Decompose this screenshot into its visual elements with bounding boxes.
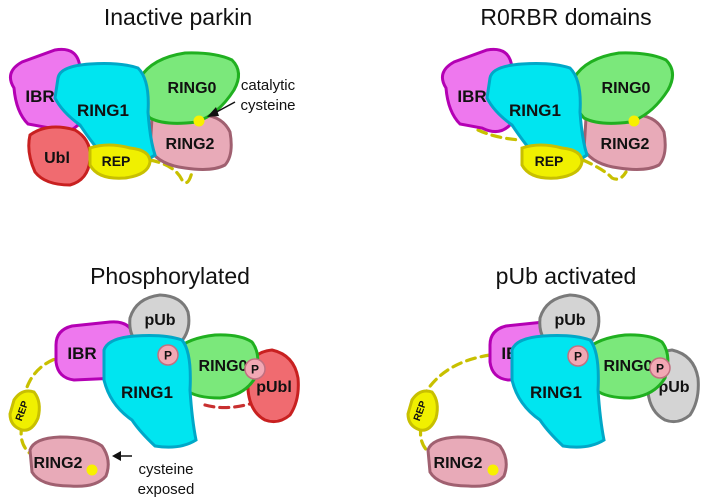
panel-title-pub-activated: pUb activated (496, 263, 637, 289)
ring0-label-3: RING0 (199, 358, 248, 375)
ring0-domain (137, 51, 240, 125)
ibr-label-2: IBR (457, 87, 486, 106)
panel-title-inactive: Inactive parkin (104, 4, 252, 30)
phospho-label-3a: P (164, 349, 172, 363)
panel-title-r0rbr: R0RBR domains (480, 4, 651, 30)
catalytic-cysteine-dot-2 (628, 115, 640, 127)
linker-rep-ring2 (148, 158, 194, 185)
exposed-note-line2: exposed (138, 481, 195, 498)
ring1-label-3: RING1 (121, 383, 173, 402)
rep-domain-3 (8, 389, 41, 432)
ubl-label: Ubl (44, 150, 70, 167)
ring2-label-3: RING2 (34, 455, 83, 472)
linker-ibr-rep-2 (476, 128, 522, 142)
ring0-label-2: RING0 (602, 80, 651, 97)
rep-domain-4 (406, 389, 439, 432)
phospho-label-4b: P (656, 362, 664, 376)
exposed-arrow-head (112, 451, 121, 461)
panel-pub-activated: pUb activated IBR pUb pUb RING0 RING1 P … (406, 263, 700, 488)
phospho-ubl-site (244, 358, 266, 380)
catalytic-note-line1: catalytic (241, 77, 296, 94)
linker-rep-ring2-2 (581, 158, 628, 181)
publ-label: pUbl (256, 379, 292, 396)
rep-label: REP (102, 153, 131, 169)
pub-label-3: pUb (144, 312, 175, 329)
pub-label-4a: pUb (554, 312, 585, 329)
ring1-domain-2 (485, 62, 589, 163)
phospho-ubl-site-4 (649, 357, 671, 379)
ring1-domain (53, 62, 157, 163)
catalytic-note-line2: cysteine (240, 97, 295, 114)
ring2-domain-4 (426, 435, 508, 488)
panel-title-phosphorylated: Phosphorylated (90, 263, 250, 289)
panel-inactive-parkin: Inactive parkin IBR Ubl RING2 RING0 RING… (8, 4, 296, 187)
ring1-label-4: RING1 (530, 383, 582, 402)
phospho-pub-site-4 (567, 345, 589, 367)
panel-r0rbr-domains: R0RBR domains IBR RING2 RING0 RING1 REP (440, 4, 674, 181)
phospho-label-3b: P (251, 363, 259, 377)
catalytic-arrow-head (207, 107, 219, 117)
ibr-label: IBR (25, 87, 54, 106)
ring0-domain-2 (571, 51, 674, 125)
ring1-label-2: RING1 (509, 101, 561, 120)
catalytic-cysteine-dot (193, 115, 205, 127)
ring0-label: RING0 (168, 80, 217, 97)
ring2-label-2: RING2 (601, 136, 650, 153)
phospho-pub-site-3 (157, 344, 179, 366)
rep-label-2: REP (535, 153, 564, 169)
ring2-label: RING2 (166, 136, 215, 153)
pub-label-4b: pUb (658, 379, 689, 396)
panel-phosphorylated: Phosphorylated IBR pUb pUbl RING0 RING1 … (8, 263, 300, 498)
ring1-label: RING1 (77, 101, 129, 120)
exposed-cysteine-dot-4 (487, 464, 499, 476)
rep-domain-2 (520, 143, 584, 180)
ubl-domain (27, 125, 92, 187)
linker-ibr-rep-4 (424, 353, 492, 394)
exposed-note-line1: cysteine (138, 461, 193, 478)
ring2-label-4: RING2 (434, 455, 483, 472)
phospho-label-4a: P (574, 350, 582, 364)
exposed-cysteine-dot (86, 464, 98, 476)
ibr-label-3: IBR (67, 344, 96, 363)
rep-domain (88, 143, 152, 180)
ring0-label-4: RING0 (604, 358, 653, 375)
